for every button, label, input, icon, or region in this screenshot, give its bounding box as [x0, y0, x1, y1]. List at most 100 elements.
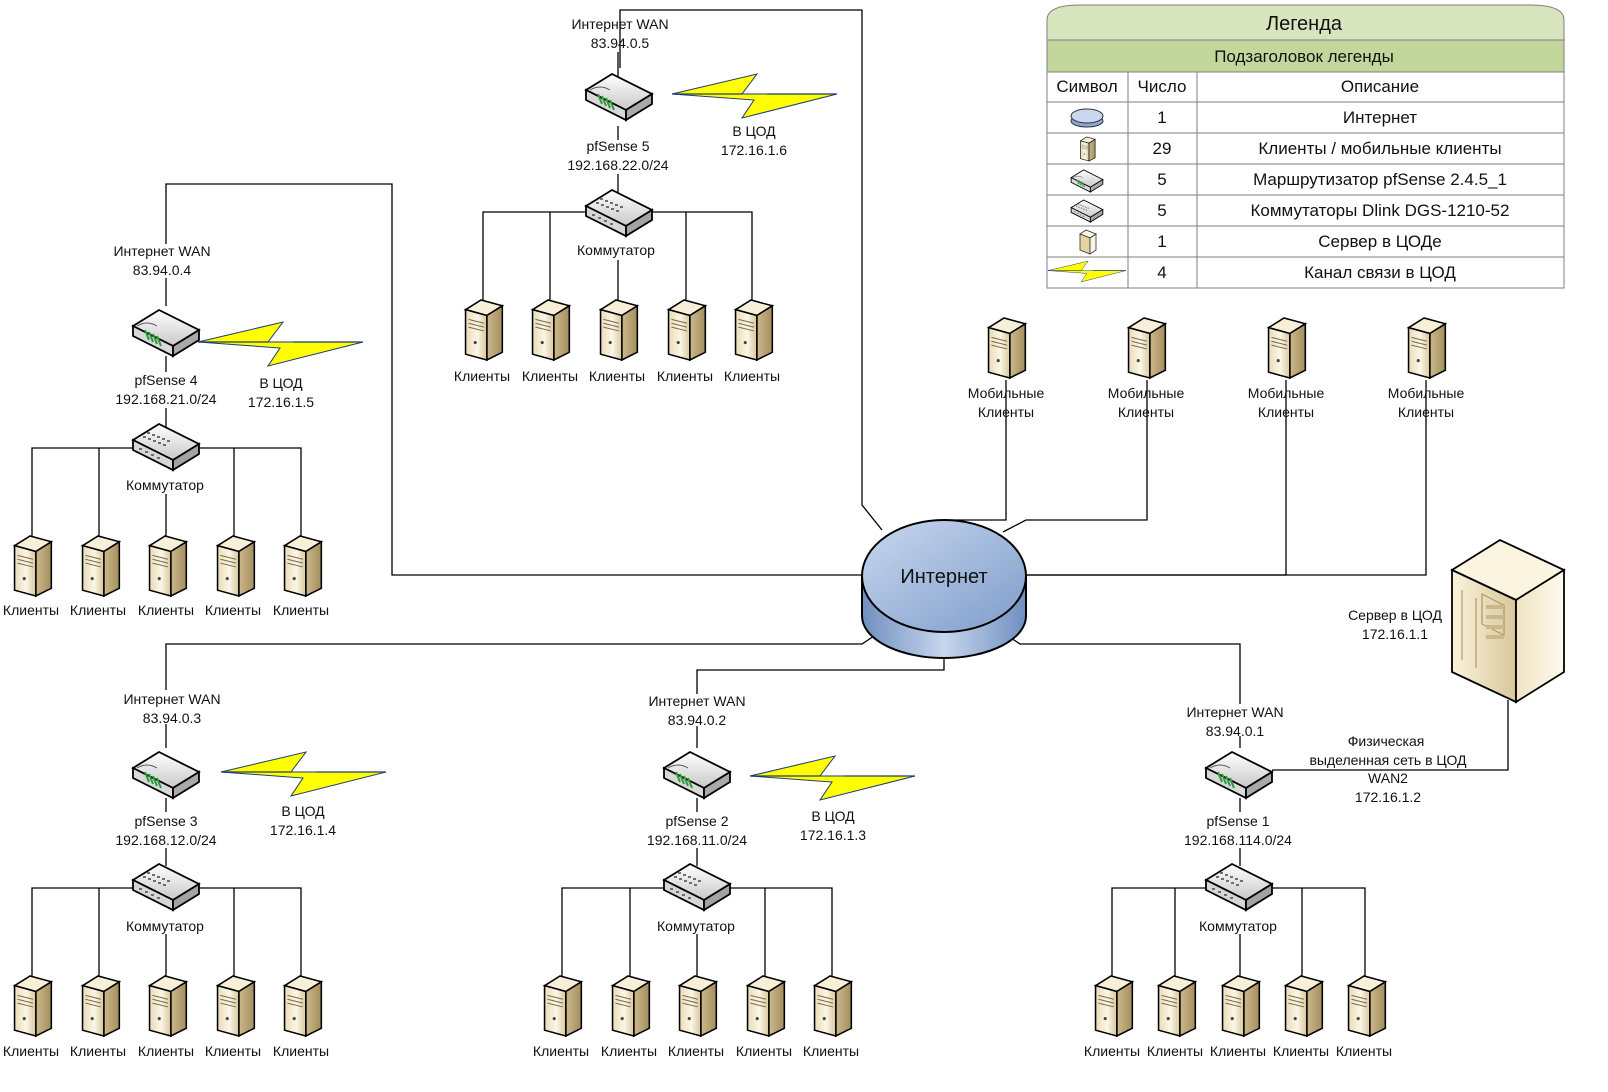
site-pfsense-5: Интернет WAN 83.94.0.5 В ЦОД 172.16.1.6 …: [454, 16, 838, 384]
client-label: Клиенты: [273, 1043, 329, 1059]
lightning-icon: [671, 73, 838, 119]
site-pfsense-3: Интернет WAN 83.94.0.3 В ЦОД 172.16.1.4 …: [3, 691, 387, 1059]
legend-header-description: Описание: [1341, 77, 1419, 96]
mobile-label-line1: Мобильные: [968, 385, 1045, 401]
wan-ip: 83.94.0.3: [143, 710, 202, 726]
legend-subtitle: Подзаголовок легенды: [1214, 47, 1394, 66]
legend: Легенда Подзаголовок легенды Символ Числ…: [1046, 4, 1565, 289]
client-icon: [464, 299, 504, 361]
client-icon: [13, 975, 53, 1037]
legend-header-symbol: Символ: [1056, 77, 1117, 96]
client-label: Клиенты: [70, 602, 126, 618]
client-icon: [148, 975, 188, 1037]
client-icon: [216, 975, 256, 1037]
client-label: Клиенты: [138, 1043, 194, 1059]
router-name: pfSense 4: [134, 372, 197, 388]
client-icon: [81, 975, 121, 1037]
client-label: Клиенты: [657, 368, 713, 384]
client-icon: [1127, 317, 1167, 379]
legend-count: 5: [1157, 201, 1166, 220]
client-icon: [1284, 975, 1324, 1037]
client-icon: [1157, 975, 1197, 1037]
legend-desc: Интернет: [1343, 108, 1417, 127]
mobile-label-line1: Мобильные: [1248, 385, 1325, 401]
client-group: Клиенты Клиенты Клиенты Клиенты Клиенты: [1084, 975, 1392, 1059]
link-label: В ЦОД: [259, 375, 303, 391]
legend-count: 1: [1157, 232, 1166, 251]
legend-count: 5: [1157, 170, 1166, 189]
client-icon: [987, 317, 1027, 379]
wan-title: Интернет WAN: [1186, 704, 1283, 720]
client-label: Клиенты: [1336, 1043, 1392, 1059]
subnet: 192.168.11.0/24: [647, 832, 747, 848]
internet-cloud: Интернет: [861, 519, 1027, 659]
router-icon: [585, 73, 653, 121]
legend-desc: Клиенты / мобильные клиенты: [1258, 139, 1501, 158]
link-label: В ЦОД: [732, 123, 776, 139]
link-ip: 172.16.1.2: [1355, 789, 1421, 805]
client-icon: [283, 535, 323, 597]
client-label: Клиенты: [1084, 1043, 1140, 1059]
wan-title: Интернет WAN: [113, 243, 210, 259]
link-ip: 172.16.1.5: [248, 394, 314, 410]
subnet: 192.168.21.0/24: [115, 391, 216, 407]
router-name: pfSense 5: [586, 138, 649, 154]
client-icon: [1094, 975, 1134, 1037]
link-label: В ЦОД: [811, 808, 855, 824]
client-icon: [148, 535, 188, 597]
mobile-label-line1: Мобильные: [1388, 385, 1465, 401]
client-label: Клиенты: [70, 1043, 126, 1059]
client-label: Клиенты: [273, 602, 329, 618]
switch-icon: [585, 189, 653, 237]
client-label: Клиенты: [1147, 1043, 1203, 1059]
switch-icon: [663, 863, 731, 911]
client-label: Клиенты: [533, 1043, 589, 1059]
switch-icon: [132, 863, 200, 911]
legend-desc: Сервер в ЦОДе: [1318, 232, 1441, 251]
wan-ip: 83.94.0.1: [1206, 723, 1265, 739]
link-ip: 172.16.1.6: [721, 142, 787, 158]
link-label-line: выделенная сеть в ЦОД: [1309, 752, 1467, 768]
client-group: Клиенты Клиенты Клиенты Клиенты Клиенты: [3, 535, 329, 618]
router-name: pfSense 3: [134, 813, 197, 829]
client-icon: [1347, 975, 1387, 1037]
link-label: В ЦОД: [281, 803, 325, 819]
client-label: Клиенты: [522, 368, 578, 384]
client-label: Клиенты: [454, 368, 510, 384]
wan-title: Интернет WAN: [571, 16, 668, 32]
client-icon: [734, 299, 774, 361]
client-icon: [531, 299, 571, 361]
subnet: 192.168.114.0/24: [1184, 832, 1292, 848]
client-icon: [611, 975, 651, 1037]
client-icon: [1407, 317, 1447, 379]
client-icon: [667, 299, 707, 361]
legend-internet-icon: [1070, 108, 1104, 128]
client-icon: [81, 535, 121, 597]
client-icon: [216, 535, 256, 597]
client-label: Клиенты: [724, 368, 780, 384]
link-sub: WAN2: [1368, 770, 1408, 786]
client-icon: [1221, 975, 1261, 1037]
lightning-icon: [197, 321, 364, 367]
legend-desc: Канал связи в ЦОД: [1304, 263, 1456, 282]
client-label: Клиенты: [736, 1043, 792, 1059]
wan-ip: 83.94.0.2: [668, 712, 727, 728]
site-pfsense-2: Интернет WAN 83.94.0.2 В ЦОД 172.16.1.3 …: [533, 693, 916, 1059]
mobile-label-line1: Мобильные: [1108, 385, 1185, 401]
legend-count: 1: [1157, 108, 1166, 127]
wan-title: Интернет WAN: [123, 691, 220, 707]
client-label: Клиенты: [601, 1043, 657, 1059]
router-icon: [1205, 751, 1273, 799]
legend-desc: Коммутаторы Dlink DGS-1210-52: [1251, 201, 1510, 220]
client-label: Клиенты: [3, 602, 59, 618]
legend-client-icon: [1080, 136, 1096, 162]
mobile-label-line2: Клиенты: [978, 404, 1034, 420]
site-pfsense-1: Интернет WAN 83.94.0.1 Физическая выделе…: [1084, 704, 1467, 1059]
switch-label: Коммутатор: [126, 918, 204, 934]
switch-icon: [132, 423, 200, 471]
legend-count: 4: [1157, 263, 1166, 282]
legend-desc: Маршрутизатор pfSense 2.4.5_1: [1253, 170, 1507, 189]
mobile-label-line2: Клиенты: [1398, 404, 1454, 420]
legend-count: 29: [1153, 139, 1172, 158]
